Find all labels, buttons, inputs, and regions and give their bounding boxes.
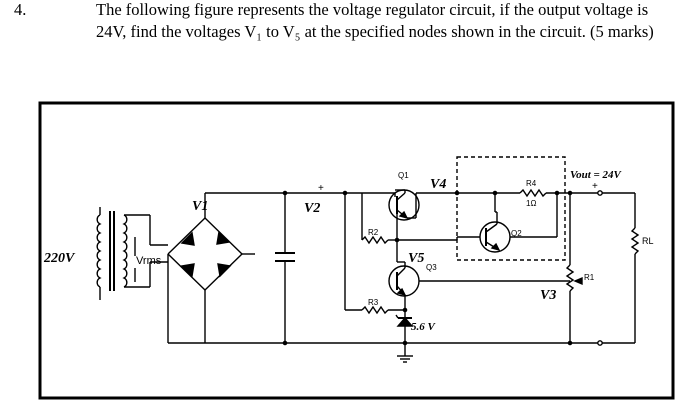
node-v4-label: V4	[430, 177, 446, 192]
current-limit-box	[456, 156, 566, 261]
ground-symbol	[397, 348, 413, 363]
output-voltage-label: Vout = 24V	[570, 169, 623, 181]
r4-value-label: 1Ω	[526, 199, 536, 208]
node-v2-label: V2	[304, 201, 320, 216]
input-voltage-label: 220V	[43, 251, 76, 266]
figure-frame	[38, 101, 675, 400]
node-v5-label: V5	[408, 251, 424, 266]
resistor-r1	[565, 264, 583, 343]
vrms-label: Vrms	[136, 255, 162, 267]
plus-sign-output: +	[592, 181, 598, 192]
r3-label: R3	[368, 298, 379, 307]
diode-3	[217, 263, 232, 278]
node-v3-label: V3	[540, 288, 556, 303]
transformer-secondary-coil	[122, 214, 150, 288]
q2-label: Q2	[511, 229, 522, 238]
rl-label: RL	[642, 236, 654, 246]
question-text: 4. The following figure represents the vo…	[0, 0, 700, 80]
question-line-1-text: The following figure represents the volt…	[96, 0, 649, 19]
q1-label: Q1	[398, 171, 409, 180]
bridge-rectifier	[167, 217, 243, 291]
filter-capacitor	[275, 193, 295, 343]
resistor-r3	[345, 305, 405, 315]
node-v1-label: V1	[192, 199, 208, 214]
q3-label: Q3	[426, 263, 437, 272]
diode-2	[216, 230, 231, 245]
question-line-1: 4. The following figure represents the vo…	[14, 0, 648, 20]
plus-sign-v2: +	[318, 183, 324, 194]
question-number: 4.	[14, 0, 27, 19]
r1-label: R1	[584, 273, 595, 282]
r2-label: R2	[368, 228, 379, 237]
transistor-q2	[479, 221, 511, 253]
resistor-r4	[495, 188, 600, 198]
transistor-q3	[388, 265, 420, 297]
diode-4	[180, 263, 195, 278]
zener-voltage-label: 5.6 V	[411, 321, 437, 333]
transformer-core	[109, 211, 115, 291]
transistor-q1	[388, 189, 420, 221]
r4-label: R4	[526, 179, 537, 188]
diode-1	[180, 231, 195, 246]
resistor-rl	[630, 193, 640, 343]
question-line-2: 24V, find the voltages V₁ to V₅ at the s…	[96, 22, 654, 41]
transformer-primary-coil	[96, 207, 102, 300]
